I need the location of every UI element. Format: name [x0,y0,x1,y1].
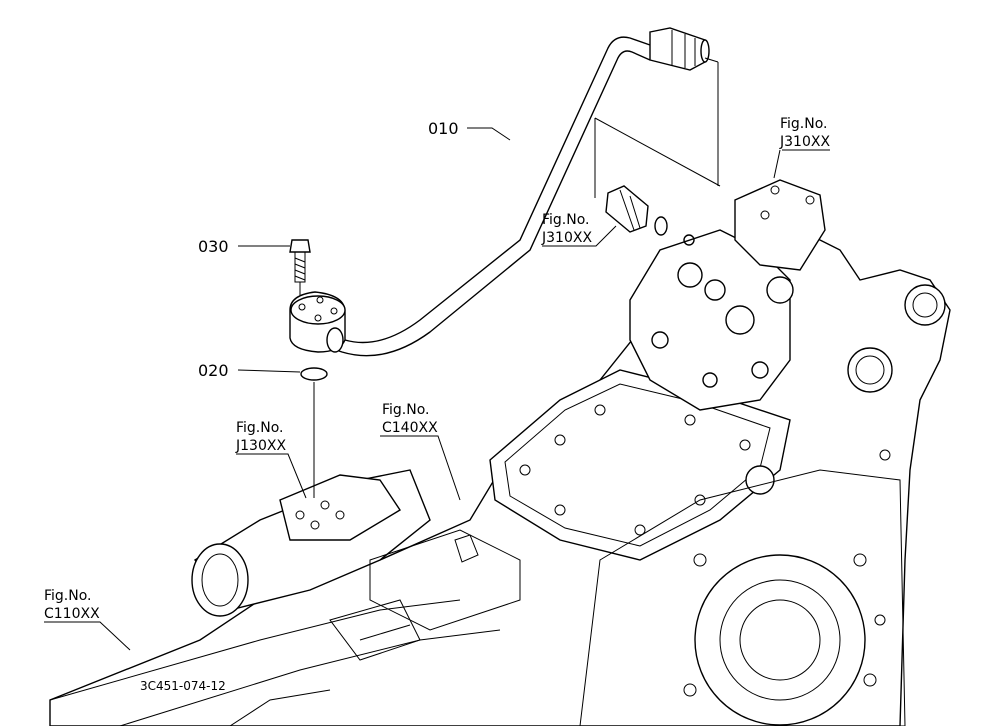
fig-ref-line2-c110: C110XX [44,606,100,622]
fig-ref-line1-j310-right: Fig.No. [780,116,828,132]
part-label-030: 030 [198,237,229,256]
fig-ref-line2-j310-left: J310XX [541,230,592,246]
bolt [289,239,311,296]
adapter-fitting [594,57,721,246]
part-label-010: 010 [428,119,459,138]
pipe-block-fitting [289,291,346,353]
fig-ref-line2-j310-right: J310XX [779,134,830,150]
fig-ref-line1-c140: Fig.No. [382,402,430,418]
transmission-housing [49,179,951,726]
drawing-number: 3C451-074-12 [140,679,226,693]
part-label-020: 020 [198,361,229,380]
hydraulic-pipe [329,27,710,357]
fig-ref-line2-c140: C140XX [382,420,438,436]
leader-lines [44,127,830,651]
o-ring [300,367,328,498]
fig-ref-line1-c110: Fig.No. [44,588,92,604]
fig-ref-line1-j310-left: Fig.No. [542,212,590,228]
fig-ref-line2-j130: J130XX [235,438,286,454]
fig-ref-line1-j130: Fig.No. [236,420,284,436]
